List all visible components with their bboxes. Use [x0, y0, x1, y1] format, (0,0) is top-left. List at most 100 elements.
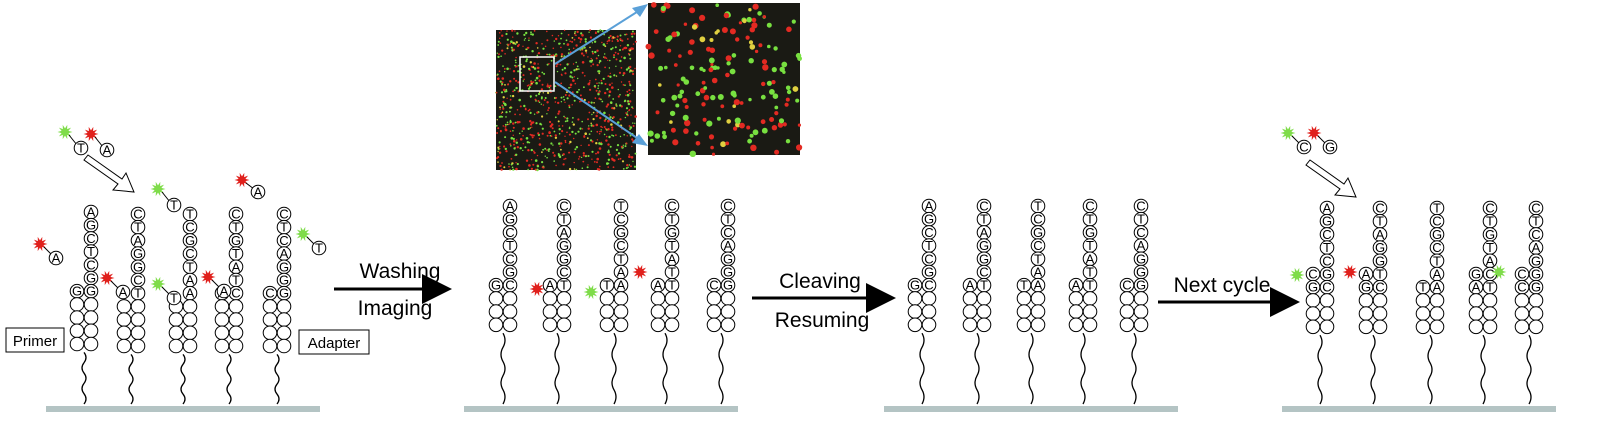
svg-text:C: C: [1531, 227, 1540, 242]
adapter-circle: [1514, 319, 1530, 335]
adapter-circle: [1133, 317, 1149, 333]
svg-text:T: T: [1532, 214, 1540, 229]
svg-text:C: C: [979, 265, 988, 280]
svg-text:A: A: [1433, 267, 1442, 282]
template-base: T: [1319, 240, 1335, 255]
template-base: C: [502, 278, 518, 293]
svg-text:G: G: [1375, 253, 1385, 268]
svg-text:T: T: [280, 220, 288, 235]
svg-text:T: T: [603, 278, 611, 293]
template-base: A: [182, 273, 198, 288]
adapter-circle: [1372, 319, 1388, 335]
adapter-circle: [214, 325, 230, 341]
adapter-circle: [1468, 306, 1484, 321]
template-base: G: [613, 225, 629, 240]
svg-text:C: C: [86, 257, 95, 272]
template-base: C: [228, 286, 244, 301]
adapter-circle: [1528, 306, 1544, 321]
adapter-circle: [706, 304, 722, 319]
svg-text:C: C: [1531, 201, 1540, 216]
svg-text:T: T: [186, 259, 194, 274]
svg-text:T: T: [1323, 240, 1331, 255]
green-dye-icon: [295, 226, 311, 242]
adapter-circle: [664, 304, 680, 319]
template-base: C: [1133, 225, 1149, 240]
linker: [1317, 334, 1323, 405]
adapter-label-box: Adapter: [298, 329, 370, 355]
adapter-circle: [130, 312, 146, 327]
svg-text:T: T: [1137, 212, 1145, 227]
linker: [1526, 334, 1532, 405]
adapter-label: Adapter: [308, 335, 361, 352]
svg-text:T: T: [1376, 267, 1384, 282]
adapter-circle: [1429, 306, 1445, 321]
probe: A: [32, 236, 64, 266]
adapter-circle: [1016, 304, 1032, 319]
adapter-circle: [1068, 291, 1084, 306]
primer-base: G: [1305, 280, 1321, 295]
template-base: A: [613, 278, 629, 293]
svg-text:G: G: [1531, 280, 1541, 295]
svg-text:T: T: [1086, 278, 1094, 293]
adapter-circle: [83, 297, 99, 312]
template-base: G: [976, 238, 992, 253]
svg-text:A: A: [966, 278, 975, 293]
template-base: T: [664, 278, 680, 293]
svg-text:G: G: [1033, 225, 1043, 240]
svg-text:T: T: [668, 278, 676, 293]
probe-base: T: [311, 241, 327, 256]
probe-base: T: [166, 198, 182, 213]
svg-text:G: G: [1432, 227, 1442, 242]
svg-text:G: G: [1471, 267, 1481, 282]
probe-base: A: [48, 251, 64, 266]
svg-text:T: T: [617, 199, 625, 214]
svg-text:C: C: [1033, 212, 1042, 227]
svg-text:C: C: [505, 278, 514, 293]
step-next-cycle-label: Next cycle: [1174, 274, 1271, 297]
adapter-circle: [907, 291, 923, 306]
svg-text:G: G: [616, 225, 626, 240]
incoming-arrow-panel-4: [1305, 159, 1357, 198]
svg-text:G: G: [231, 233, 241, 248]
adapter-circle: [262, 299, 278, 314]
svg-text:C: C: [231, 286, 240, 301]
svg-text:A: A: [617, 278, 626, 293]
svg-text:A: A: [506, 199, 515, 214]
probe-base: A: [115, 285, 131, 300]
svg-text:C: C: [709, 278, 718, 293]
svg-text:G: G: [924, 265, 934, 280]
green-dye-icon: [1491, 264, 1507, 280]
green-dye-icon: [150, 276, 166, 292]
adapter-circle: [921, 291, 937, 306]
svg-text:C: C: [133, 273, 142, 288]
probe: T: [150, 181, 182, 213]
template-base: T: [556, 278, 572, 293]
svg-text:G: G: [559, 251, 569, 266]
red-dye-icon: [1342, 264, 1358, 280]
template-base: G: [276, 286, 292, 301]
adapter-circle: [1415, 293, 1431, 308]
svg-text:G: G: [279, 273, 289, 288]
svg-text:C: C: [86, 231, 95, 246]
svg-text:C: C: [1322, 280, 1331, 295]
template-base: G: [228, 233, 244, 248]
adapter-circle: [228, 338, 244, 354]
linker: [1427, 334, 1433, 405]
svg-text:C: C: [1375, 280, 1384, 295]
svg-text:A: A: [280, 246, 289, 261]
green-dye-icon: [1289, 267, 1305, 283]
adapter-circle: [488, 291, 504, 306]
adapter-circle: [1429, 293, 1445, 308]
svg-text:A: A: [980, 225, 989, 240]
svg-text:C: C: [616, 212, 625, 227]
adapter-circle: [228, 312, 244, 327]
zoom-line-bottom: [554, 81, 641, 141]
svg-text:T: T: [506, 238, 514, 253]
probe: A: [200, 269, 232, 299]
svg-text:C: C: [1517, 280, 1526, 295]
primer-base: G: [488, 278, 504, 293]
